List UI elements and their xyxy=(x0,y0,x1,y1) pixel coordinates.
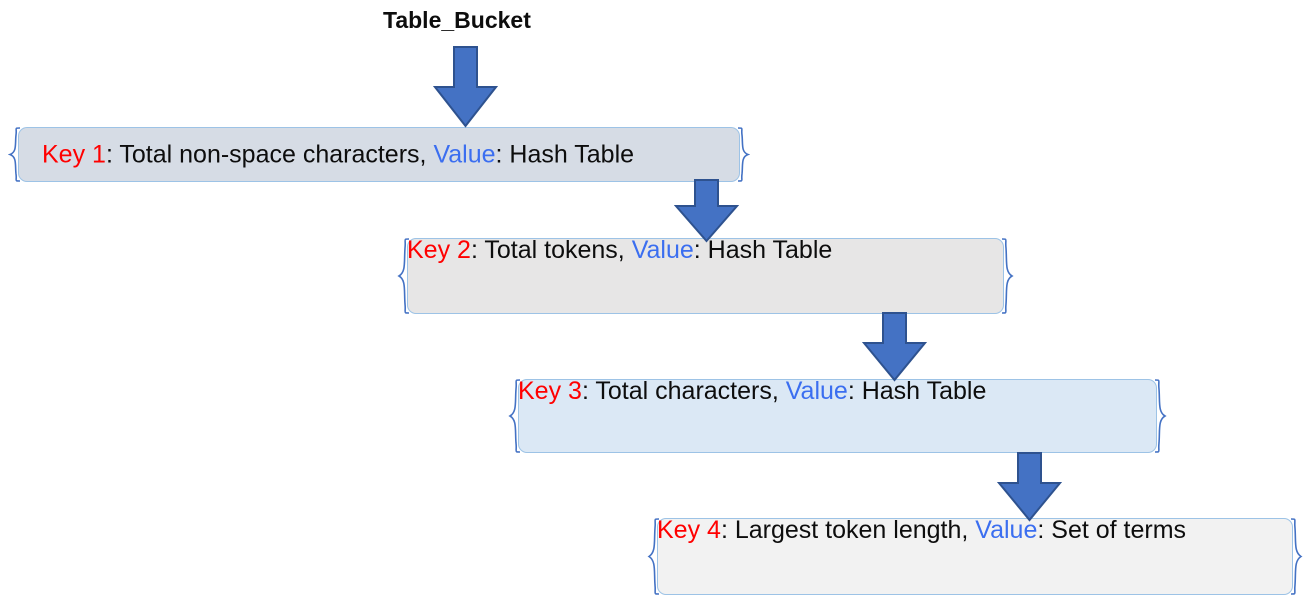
row-4-box xyxy=(657,518,1293,595)
row-1-key-desc: : Total non-space characters, xyxy=(105,140,434,168)
row-4-text: Key 4: Largest token length, Value: Set … xyxy=(657,518,1293,543)
row-3-value-label: Value xyxy=(785,377,848,405)
row-key-4[interactable]: Key 4: Largest token length, Value: Set … xyxy=(647,518,1303,595)
row-1-text: Key 1: Total non-space characters, Value… xyxy=(42,142,634,167)
row-2-box xyxy=(407,238,1004,314)
row-1-key-label: Key 1 xyxy=(42,140,106,168)
row-4-key-desc: : Largest token length, xyxy=(720,516,976,544)
arrow-title-to-row1 xyxy=(432,46,499,128)
row-2-key-label: Key 2 xyxy=(407,236,471,264)
row-key-2[interactable]: Key 2: Total tokens, Value: Hash Table xyxy=(397,238,1014,314)
row-4-value-desc: : Set of terms xyxy=(1037,516,1187,544)
row-2-text: Key 2: Total tokens, Value: Hash Table xyxy=(407,238,1004,263)
row-1-value-label: Value xyxy=(433,140,496,168)
row-2-value-desc: : Hash Table xyxy=(693,236,833,264)
row-1-value-desc: : Hash Table xyxy=(495,140,635,168)
row-2-key-desc: : Total tokens, xyxy=(470,236,632,264)
row-3-key-label: Key 3 xyxy=(518,377,582,405)
arrow-row3-to-row4 xyxy=(996,452,1063,522)
row-key-3[interactable]: Key 3: Total characters, Value: Hash Tab… xyxy=(508,379,1167,453)
row-2-value-label: Value xyxy=(631,236,694,264)
row-4-value-label: Value xyxy=(975,516,1038,544)
row-key-1[interactable]: Key 1: Total non-space characters, Value… xyxy=(8,127,750,182)
row-3-box xyxy=(518,379,1157,453)
row-3-value-desc: : Hash Table xyxy=(847,377,987,405)
row-4-key-label: Key 4 xyxy=(657,516,721,544)
page-title: Table_Bucket xyxy=(383,7,531,33)
arrow-row2-to-row3 xyxy=(861,312,928,382)
row-3-text: Key 3: Total characters, Value: Hash Tab… xyxy=(518,379,1157,404)
arrow-row1-to-row2 xyxy=(673,179,740,243)
row-1-box xyxy=(18,127,740,182)
row-3-key-desc: : Total characters, xyxy=(581,377,786,405)
